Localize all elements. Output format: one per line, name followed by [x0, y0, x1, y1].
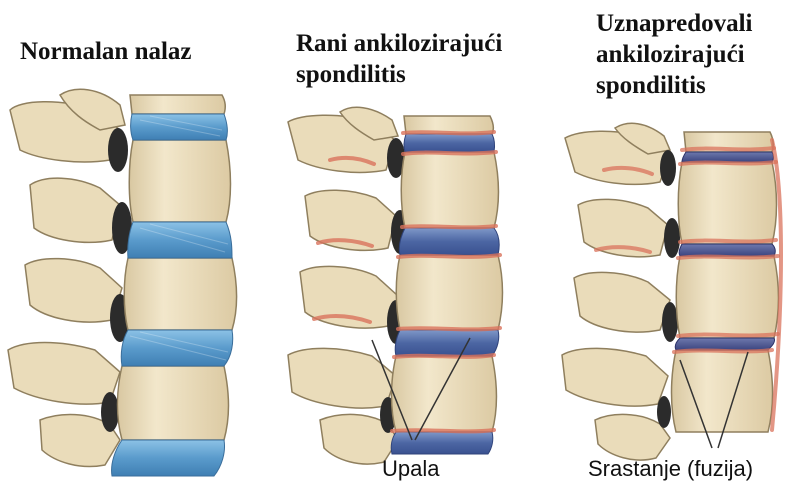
- vertebral-bodies: [392, 116, 503, 432]
- vertebral-bodies: [672, 132, 779, 432]
- inflammation-label: Upala: [382, 456, 439, 482]
- vertebral-bodies: [118, 95, 237, 440]
- spine-normal: [8, 89, 237, 476]
- spine-early: [288, 107, 503, 464]
- spine-advanced: [562, 123, 781, 460]
- fusion-label: Srastanje (fuzija): [588, 456, 753, 482]
